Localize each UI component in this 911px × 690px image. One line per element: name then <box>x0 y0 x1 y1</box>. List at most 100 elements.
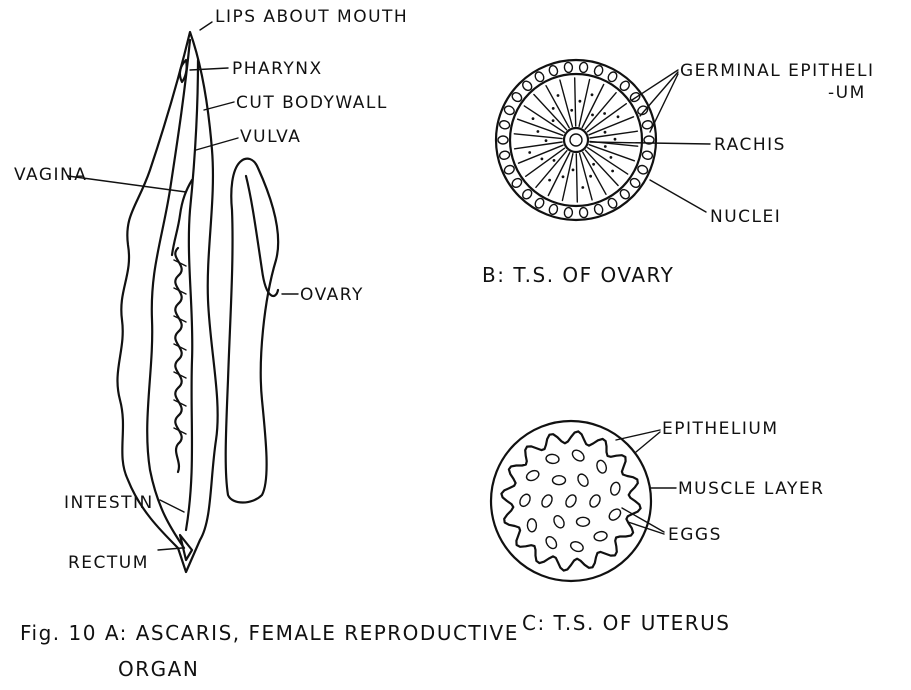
figure-c-leaders <box>616 430 676 534</box>
egg <box>525 469 541 483</box>
label-germinal-epithelium: GERMINAL EPITHELI <box>680 61 875 81</box>
germinal-cell <box>642 150 653 160</box>
label-pharynx: PHARYNX <box>232 59 323 79</box>
nucleus-dot <box>570 109 573 112</box>
ovary-ray <box>583 152 606 194</box>
germinal-cell <box>548 203 559 215</box>
caption-figure-b: B: T.S. OF OVARY <box>482 263 674 287</box>
uterus-epithelium <box>501 431 640 570</box>
ovary-ray <box>546 86 569 128</box>
label-vulva: VULVA <box>240 127 301 147</box>
ovary-ray <box>575 78 576 126</box>
germinal-epithelium-cells <box>498 62 654 218</box>
ovary-radial-cells <box>514 78 637 202</box>
germinal-cell <box>503 164 515 175</box>
egg <box>588 493 602 509</box>
nucleus-dot <box>545 139 548 142</box>
germinal-cell <box>579 62 588 73</box>
egg <box>607 507 623 522</box>
uterus-eggs <box>518 448 623 553</box>
egg <box>609 481 621 496</box>
germinal-cell <box>637 105 649 116</box>
label-muscle-layer: MUSCLE LAYER <box>678 479 825 499</box>
label-vagina: VAGINA <box>14 165 87 185</box>
egg <box>577 517 590 526</box>
nucleus-dot <box>553 159 556 162</box>
nucleus-dot <box>604 145 607 148</box>
nucleus-dot <box>617 115 620 118</box>
caption-figure-a-line2: ORGAN <box>118 657 199 681</box>
egg <box>540 493 554 509</box>
egg <box>595 459 608 474</box>
egg <box>518 492 532 508</box>
nucleus-dot <box>589 175 592 178</box>
germinal-cell <box>579 207 588 218</box>
label-eggs: EGGS <box>668 525 722 545</box>
label-rachis: RACHIS <box>714 135 786 155</box>
germinal-cell <box>637 164 649 175</box>
label-rectum: RECTUM <box>68 553 149 573</box>
nucleus-dot <box>532 117 535 120</box>
ovary-ray <box>586 150 619 185</box>
uterus-outer-wall <box>491 421 651 581</box>
rachis <box>564 128 588 152</box>
germinal-cell <box>499 150 510 160</box>
ovary-cross-section <box>496 60 656 220</box>
ovary-ray <box>579 80 590 127</box>
figure-b-leaders <box>590 70 710 212</box>
egg <box>527 519 536 532</box>
germinal-cell <box>548 65 559 77</box>
germinal-cell <box>498 136 508 144</box>
nucleus-dot <box>572 169 575 172</box>
nucleus-dot <box>592 163 595 166</box>
egg <box>564 493 578 509</box>
nucleus-dot <box>541 158 544 161</box>
label-ovary: OVARY <box>300 285 364 305</box>
nucleus-dot <box>528 151 531 154</box>
ovary-inner-wall <box>510 74 642 206</box>
cut-bodywall <box>147 40 190 548</box>
ovary-ray <box>514 134 562 139</box>
nucleus-dot <box>552 107 555 110</box>
uterus-coils <box>174 248 186 472</box>
nucleus-dot <box>552 119 555 122</box>
ovary-ray <box>576 154 577 202</box>
egg <box>593 531 607 542</box>
caption-figure-a: Fig. 10 A: ASCARIS, FEMALE REPRODUCTIVE <box>20 621 519 645</box>
label-cut-bodywall: CUT BODYWALL <box>236 93 388 113</box>
nucleus-dot <box>581 186 584 189</box>
nucleus-dot <box>562 175 565 178</box>
nucleus-dot <box>591 93 594 96</box>
nucleus-dot <box>579 100 582 103</box>
caption-figure-c: C: T.S. OF UTERUS <box>522 611 731 635</box>
nucleus-dot <box>603 112 606 115</box>
ovary-ray <box>560 80 573 126</box>
ovary-ray <box>534 95 567 130</box>
germinal-cell <box>503 105 515 116</box>
nucleus-dot <box>557 94 560 97</box>
egg <box>546 454 560 464</box>
label-epithelium: EPITHELIUM <box>662 419 779 439</box>
germinal-cell <box>593 203 604 215</box>
egg <box>569 540 584 553</box>
egg <box>553 476 566 485</box>
nucleus-dot <box>548 179 551 182</box>
label-nuclei: NUCLEI <box>710 207 781 227</box>
nucleus-dot <box>611 170 614 173</box>
ovary-outer-wall <box>496 60 656 220</box>
egg <box>544 535 559 551</box>
nucleus-dot <box>537 130 540 133</box>
egg <box>552 514 566 530</box>
nucleus-dot <box>610 156 613 159</box>
egg <box>570 448 586 463</box>
germinal-cell <box>564 207 573 218</box>
nucleus-dot <box>591 114 594 117</box>
uterus-cross-section <box>491 421 651 581</box>
ascaris-drawing <box>117 32 278 572</box>
ascaris-body-outline <box>117 32 217 572</box>
label-lips-about-mouth: LIPS ABOUT MOUTH <box>215 7 408 27</box>
egg <box>576 472 590 488</box>
intestine-tube <box>186 60 198 530</box>
germinal-cell <box>499 120 510 130</box>
